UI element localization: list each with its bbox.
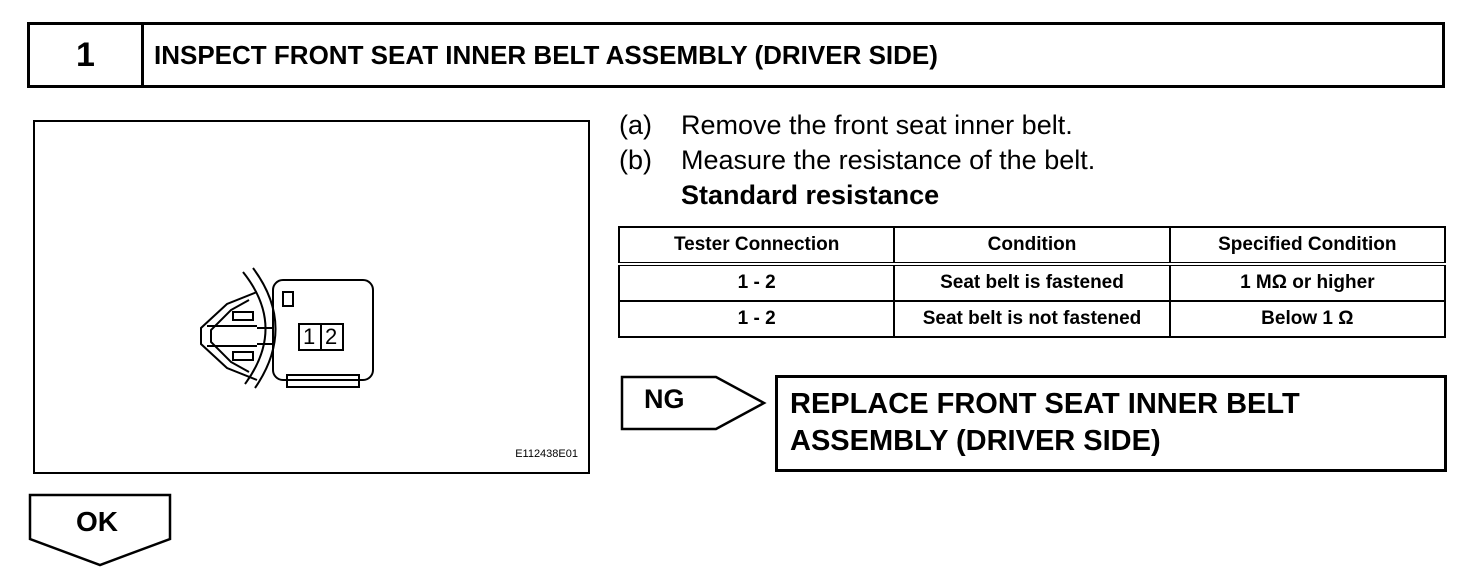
table-cell: Seat belt is fastened — [893, 263, 1171, 302]
step-header: 1 INSPECT FRONT SEAT INNER BELT ASSEMBLY… — [27, 22, 1445, 88]
terminal-2-box — [320, 323, 344, 351]
step-number: 1 — [30, 25, 144, 85]
table-row: 1 - 2 Seat belt is not fastened Below 1 … — [617, 300, 1447, 338]
terminal-2-label: 2 — [325, 324, 338, 349]
table-header-row: Tester Connection Condition Specified Co… — [617, 226, 1447, 266]
instruction-letter: (a) — [619, 110, 652, 140]
terminal-1-label: 1 — [303, 324, 316, 349]
resistance-table: Tester Connection Condition Specified Co… — [617, 226, 1447, 338]
table-cell: Below 1 Ω — [1168, 300, 1447, 338]
instruction-text: Remove the front seat inner belt. — [681, 110, 1073, 140]
connector-key — [282, 291, 294, 307]
table-cell: 1 - 2 — [617, 300, 896, 338]
ng-label: NG — [644, 384, 685, 414]
table-row: 1 - 2 Seat belt is fastened 1 MΩ or high… — [617, 263, 1447, 302]
connector-body — [272, 279, 374, 381]
instruction-b: (b) Measure the resistance of the belt. — [619, 143, 1095, 178]
table-cell: 1 - 2 — [617, 263, 896, 302]
instructions: (a) Remove the front seat inner belt. (b… — [619, 108, 1095, 213]
tongue-outline — [200, 291, 258, 381]
standard-resistance-label: Standard resistance — [681, 180, 940, 210]
tongue-inner — [210, 299, 250, 373]
col-header: Specified Condition — [1168, 226, 1447, 266]
connector-base — [286, 374, 360, 388]
ok-label: OK — [76, 506, 118, 537]
ng-action-line: ASSEMBLY (DRIVER SIDE) — [790, 425, 1161, 457]
col-header: Condition — [893, 226, 1171, 266]
figure-code: E112438E01 — [515, 448, 578, 460]
table-cell: Seat belt is not fastened — [893, 300, 1171, 338]
latch-arc-inner — [252, 267, 277, 389]
ok-arrow-icon — [28, 493, 172, 567]
seat-belt-connector-drawing — [200, 267, 374, 389]
ng-action-line: REPLACE FRONT SEAT INNER BELT — [790, 388, 1300, 420]
ng-action-box: REPLACE FRONT SEAT INNER BELT ASSEMBLY (… — [775, 375, 1447, 472]
instruction-a: (a) Remove the front seat inner belt. — [619, 108, 1095, 143]
instruction-letter: (b) — [619, 145, 652, 175]
tongue-slot-upper — [232, 311, 254, 321]
ng-arrow-icon — [620, 375, 767, 431]
step-title: INSPECT FRONT SEAT INNER BELT ASSEMBLY (… — [154, 39, 938, 70]
table-cell: 1 MΩ or higher — [1168, 263, 1447, 302]
tongue-slot-lower — [232, 351, 254, 361]
connector-illustration: 1 2 E112438E01 — [33, 120, 590, 474]
instruction-text: Measure the resistance of the belt. — [681, 145, 1096, 175]
col-header: Tester Connection — [617, 226, 896, 266]
